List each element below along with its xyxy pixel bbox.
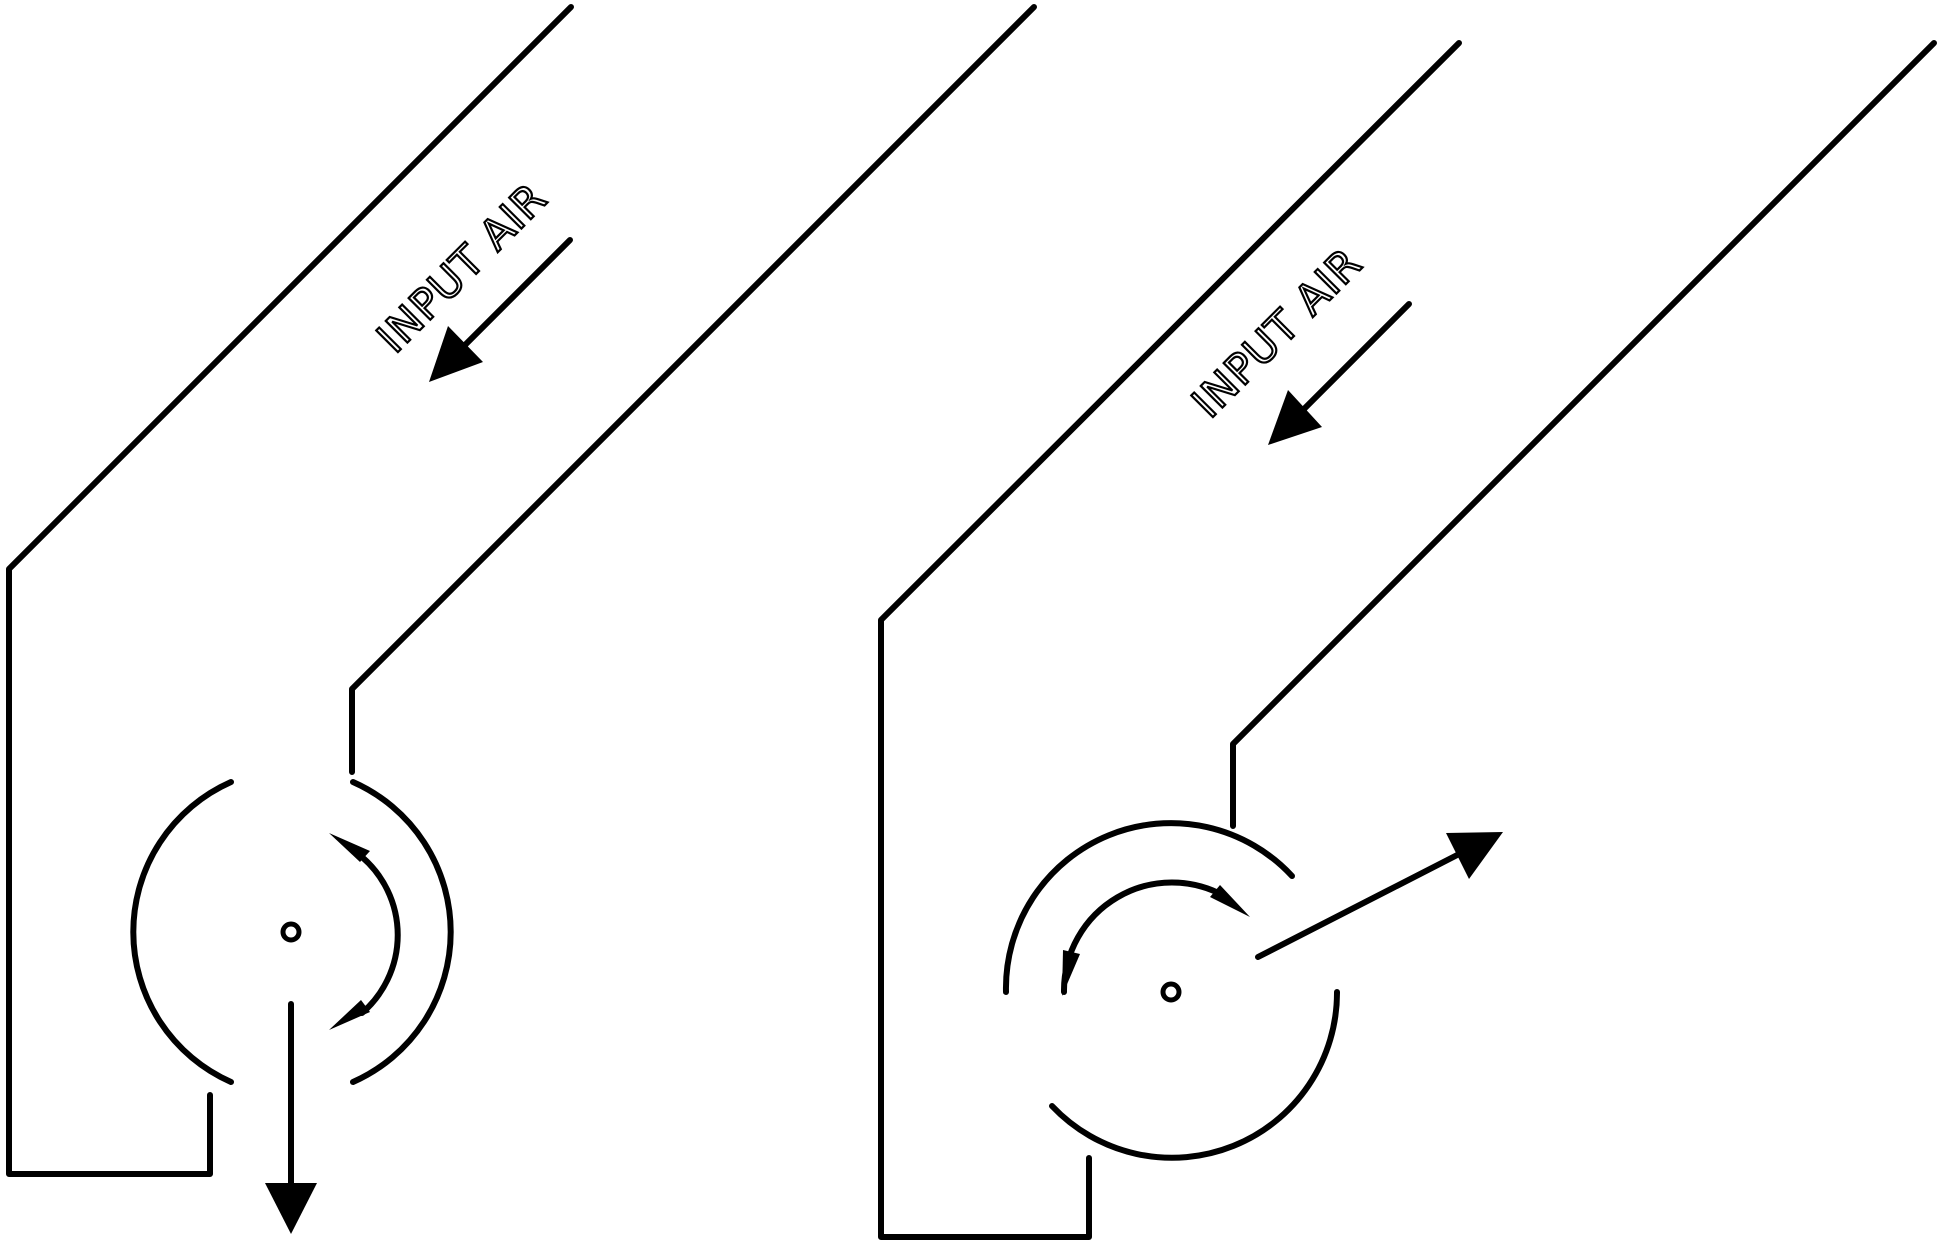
left-casing-arc-left <box>130 779 234 1085</box>
left-casing-arc-right <box>350 779 454 1085</box>
right-housing-outer-wall <box>878 40 1462 1240</box>
right-casing-arc-top <box>1002 820 1295 995</box>
right-rotation-arc <box>1060 879 1229 995</box>
right-output-arrow-shaft <box>1255 848 1468 960</box>
right-input-arrow-shaft <box>1297 301 1412 416</box>
right-input-arrowhead <box>1268 390 1322 445</box>
right-figure: INPUT AIR <box>878 40 1937 1240</box>
right-rotation-arrowhead-right <box>1210 885 1250 917</box>
left-input-air-label: INPUT AIR <box>367 173 556 362</box>
left-rotation-arc <box>359 854 401 1016</box>
left-output-arrowhead <box>265 1183 317 1234</box>
left-rotation-arrowhead-top <box>329 833 370 862</box>
right-output-arrowhead <box>1446 832 1503 879</box>
left-housing-inner-wall <box>349 4 1037 775</box>
left-rotor-center <box>280 921 302 943</box>
right-housing-inner-wall <box>1230 40 1937 829</box>
right-input-air-label: INPUT AIR <box>1182 238 1371 427</box>
right-rotation-arrowhead-left <box>1062 950 1080 996</box>
left-input-arrow-shaft <box>455 237 573 355</box>
right-rotor-center <box>1160 981 1182 1003</box>
left-rotation-arrowhead-bottom <box>329 1000 370 1030</box>
left-housing-outer-wall <box>6 4 574 1177</box>
right-casing-arc-bottom <box>1049 989 1341 1161</box>
left-input-arrowhead <box>429 326 483 382</box>
